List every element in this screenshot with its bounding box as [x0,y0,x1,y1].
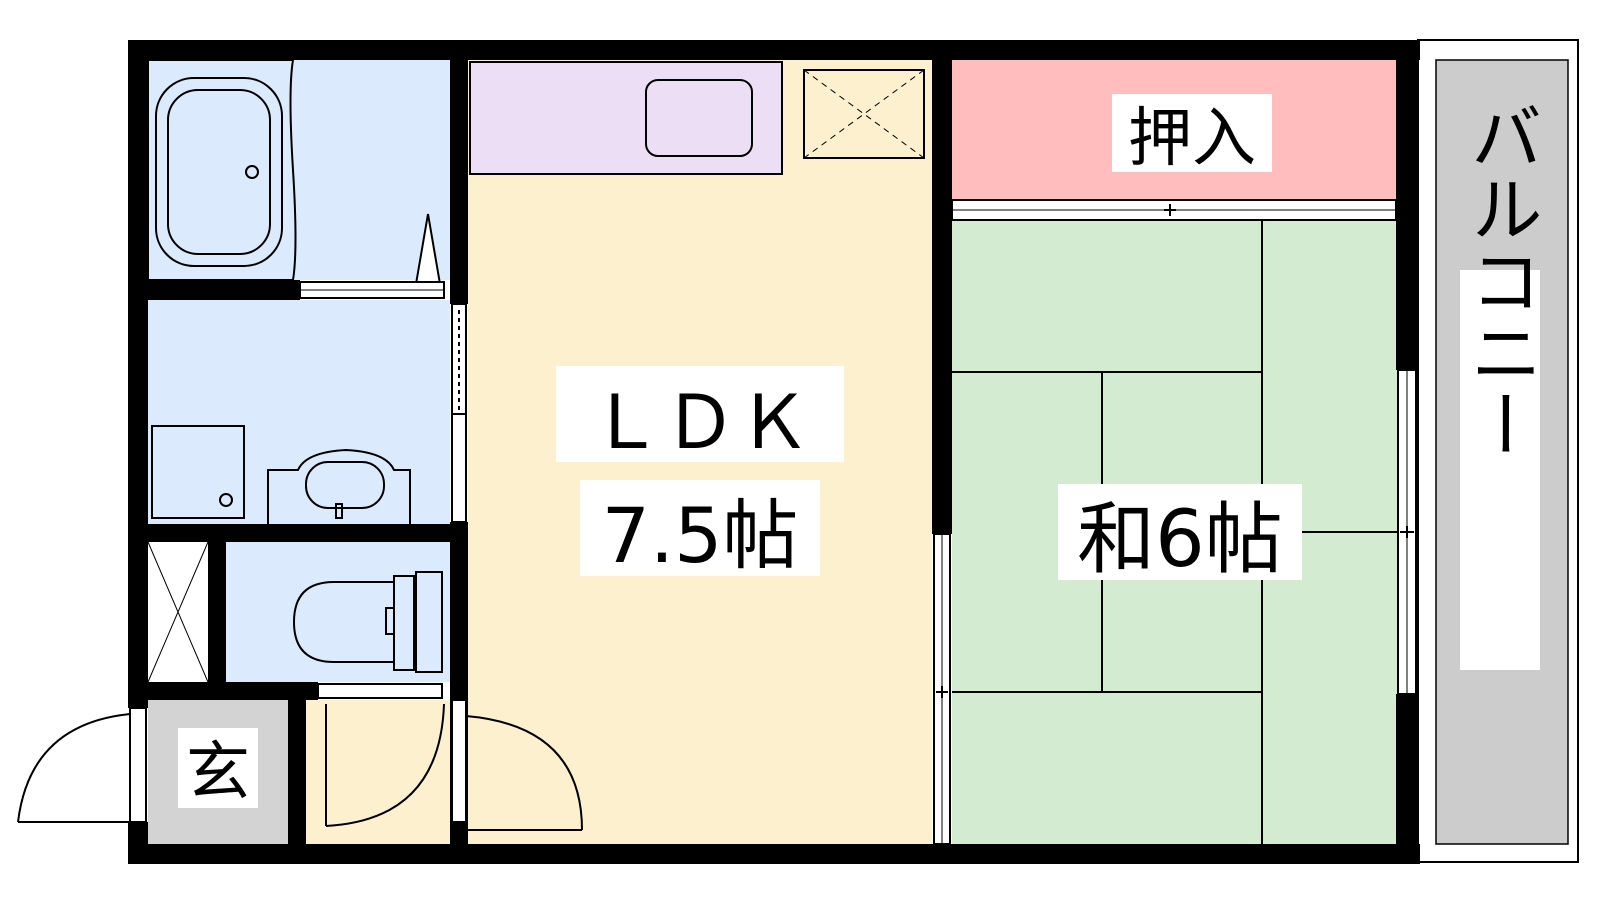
walls [128,40,1420,864]
fridge-space [803,69,925,159]
kitchen-counter [469,61,783,175]
hall-door [451,699,583,831]
entry-hall-floor [306,700,468,844]
label-closet: 押入 [1112,94,1272,176]
front-door [17,707,147,823]
washitsu-sliding-door [933,533,951,845]
label-washitsu: 和6帖 [1058,484,1302,585]
closet-name: 押入 [1128,102,1256,176]
entrance-name: 玄 [186,736,250,810]
kitchen-sink [645,79,753,157]
shoe-storage [147,541,209,683]
label-ldk: ＬＤＫ [556,366,844,466]
washroom-floor [148,300,450,524]
closet-sliding-door [951,199,1397,221]
balcony-name: バルコニー [1458,100,1542,460]
bathroom-door [299,281,445,299]
kitchen [469,61,925,175]
label-ldk-size: 7.5帖 [580,480,820,580]
balcony [1417,39,1579,863]
toilet-floor [226,542,450,682]
vanity-sink [267,448,411,524]
washing-machine-space [151,425,245,519]
washroom-door [451,303,467,523]
label-entrance: 玄 [178,728,258,810]
washitsu-name: 和6帖 [1077,495,1283,585]
toilet [292,571,443,673]
balcony-window [1397,369,1417,695]
ldk-name: ＬＤＫ [589,380,811,466]
bathtub [147,59,297,281]
toilet-door [317,683,445,827]
label-balcony: バルコニー [1458,100,1542,670]
ldk-size: 7.5帖 [602,491,799,580]
drain-icon [219,493,233,507]
